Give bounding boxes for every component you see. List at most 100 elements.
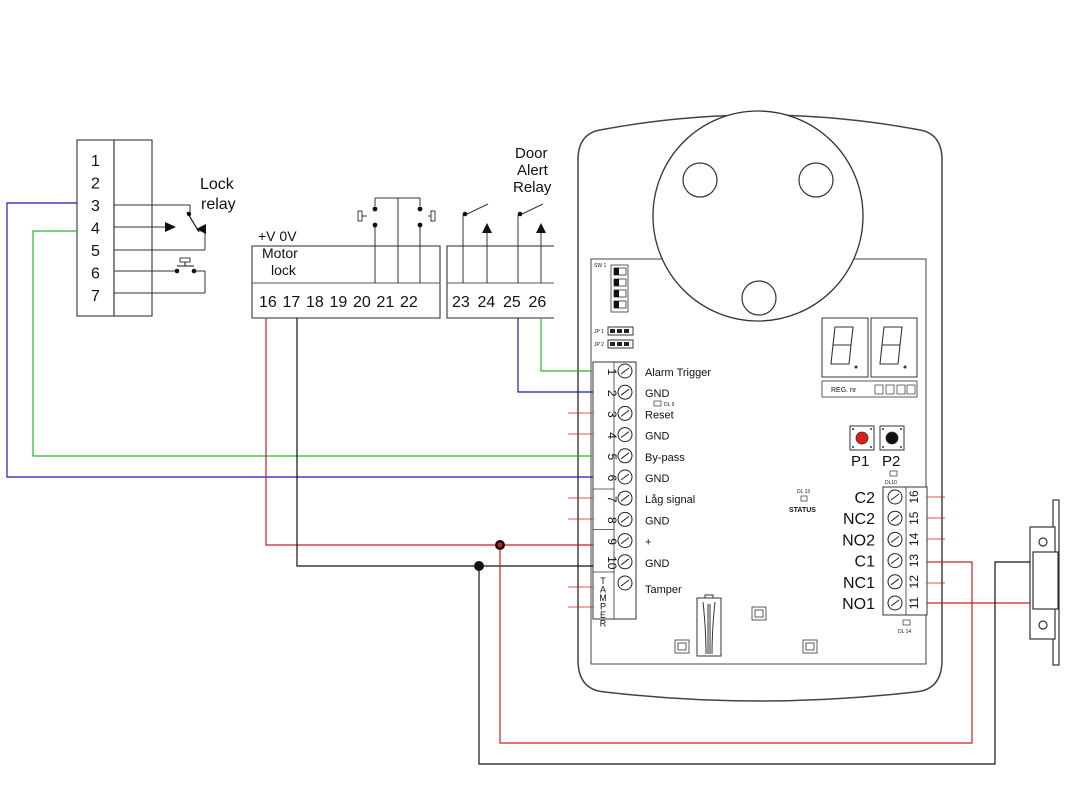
lock-relay-traces [114, 204, 206, 294]
screw-terminal-icon[interactable] [617, 554, 633, 570]
left-terminal-label-1: Alarm Trigger [645, 367, 711, 379]
lock-relay-terminal-6: 6 [91, 266, 100, 283]
left-terminal-label-8: GND [645, 515, 670, 527]
screw-terminal-icon[interactable] [887, 574, 903, 590]
dl9-label: DL 9 [664, 402, 675, 408]
lock-relay-terminal-7: 7 [91, 288, 100, 305]
wire-green-alert-to-alarm [540, 318, 568, 372]
screw-terminal-icon[interactable] [887, 489, 903, 505]
wire-blue-lock-to-gnd6 [6, 202, 568, 478]
screw-terminal-icon[interactable] [617, 363, 633, 379]
motor-terminal-20: 20 [353, 294, 371, 311]
svg-text:P: P [600, 602, 606, 612]
motor-terminal-21: 21 [377, 294, 395, 311]
motor-terminal-22: 22 [400, 294, 418, 311]
door-alert-terminal-24: 24 [478, 294, 496, 311]
door-contact-icon [357, 206, 436, 228]
right-terminal-strip [882, 486, 928, 616]
right-terminal-label-no1: NO1 [842, 596, 875, 613]
jumper-jp1-icon[interactable] [607, 326, 634, 336]
screw-terminal-icon[interactable] [617, 448, 633, 464]
left-terminal-number-9: 9 [605, 538, 619, 545]
screw-terminal-icon[interactable] [617, 469, 633, 485]
lock-relay-terminal-3: 3 [91, 198, 100, 215]
mount-hole-right [798, 162, 834, 198]
screw-terminal-icon[interactable] [617, 427, 633, 443]
left-terminal-number-10: 10 [605, 556, 619, 570]
wire-red-junction-to-c1 [499, 545, 973, 744]
screw-terminal-icon[interactable] [617, 384, 633, 400]
left-terminal-number-6: 6 [605, 475, 619, 482]
screw-terminal-icon[interactable] [887, 553, 903, 569]
svg-text:A: A [600, 585, 606, 595]
left-terminal-number-1: 1 [605, 369, 619, 376]
lock-relay-terminal-4: 4 [91, 221, 100, 238]
left-terminal-label-10: GND [645, 558, 670, 570]
push-button-icon [174, 257, 197, 274]
left-terminal-number-4: 4 [605, 432, 619, 439]
push-button-p2[interactable] [879, 425, 905, 451]
right-terminal-label-c2: C2 [855, 490, 876, 507]
left-terminal-label-9: + [645, 537, 651, 549]
lock-relay-terminal-1: 1 [91, 153, 100, 170]
relay-switch-icon [165, 211, 206, 234]
svg-text:E: E [600, 610, 606, 620]
door-alert-terminal-23: 23 [452, 294, 470, 311]
left-terminal-label-tamper: Tamper [645, 584, 682, 596]
left-terminal-label-3: Reset [645, 409, 674, 421]
wire-green-lock-to-bypass [32, 230, 568, 457]
svg-text:R: R [600, 619, 607, 629]
screw-terminal-icon[interactable] [617, 511, 633, 527]
jp2-label: JP 2 [594, 342, 604, 348]
controller-panel [590, 258, 927, 665]
screw-terminal-icon[interactable] [617, 405, 633, 421]
screw-terminal-icon[interactable] [887, 595, 903, 611]
right-terminal-label-nc1: NC1 [843, 575, 875, 592]
wire-black-junction-to-lock [478, 561, 1030, 765]
left-terminal-label-5: By-pass [645, 452, 685, 464]
left-terminal-strip [592, 361, 637, 620]
reg-nr-label: REG. nr [831, 387, 857, 394]
seven-segment-display-icon [821, 317, 918, 378]
motor-lock-traces [374, 197, 421, 283]
door-alert-title-line1: Door [515, 145, 548, 162]
door-alert-traces [462, 203, 544, 283]
dl14-label: DL 14 [898, 629, 911, 635]
dip-switch-icon[interactable] [610, 264, 629, 313]
right-terminal-label-nc2: NC2 [843, 511, 875, 528]
left-terminal-label-2: GND [645, 388, 670, 400]
mount-hole-bottom [741, 280, 777, 316]
left-terminal-number-7: 7 [605, 496, 619, 503]
electric-strike-lock-icon [1029, 499, 1060, 666]
lock-relay-title-line1: Lock [200, 176, 235, 193]
screw-terminal-icon[interactable] [617, 533, 633, 549]
left-terminal-number-3: 3 [605, 411, 619, 418]
right-terminal-number-13: 13 [907, 554, 921, 568]
mount-screw-icon [674, 606, 818, 654]
jumper-jp2-icon[interactable] [607, 339, 634, 349]
right-terminal-number-11: 11 [907, 596, 921, 609]
dl13-label: DL 13 [797, 489, 810, 495]
wire-red-motor-to-plus [265, 318, 568, 546]
wire-black-motor-to-gnd [296, 318, 568, 567]
right-terminal-number-14: 14 [907, 532, 921, 546]
screw-terminal-icon[interactable] [887, 510, 903, 526]
motor-supply-label: +V 0V [258, 228, 297, 244]
right-terminal-number-12: 12 [907, 575, 921, 589]
left-terminal-number-2: 2 [605, 390, 619, 397]
screw-terminal-icon[interactable] [887, 531, 903, 547]
lock-relay-terminal-box [76, 139, 115, 317]
screw-terminal-icon[interactable] [617, 490, 633, 506]
status-label: STATUS [789, 507, 816, 514]
push-button-p1[interactable] [849, 425, 875, 451]
motor-terminal-16: 16 [259, 294, 277, 311]
junction-black [474, 561, 484, 571]
screw-terminal-icon[interactable] [617, 575, 633, 591]
